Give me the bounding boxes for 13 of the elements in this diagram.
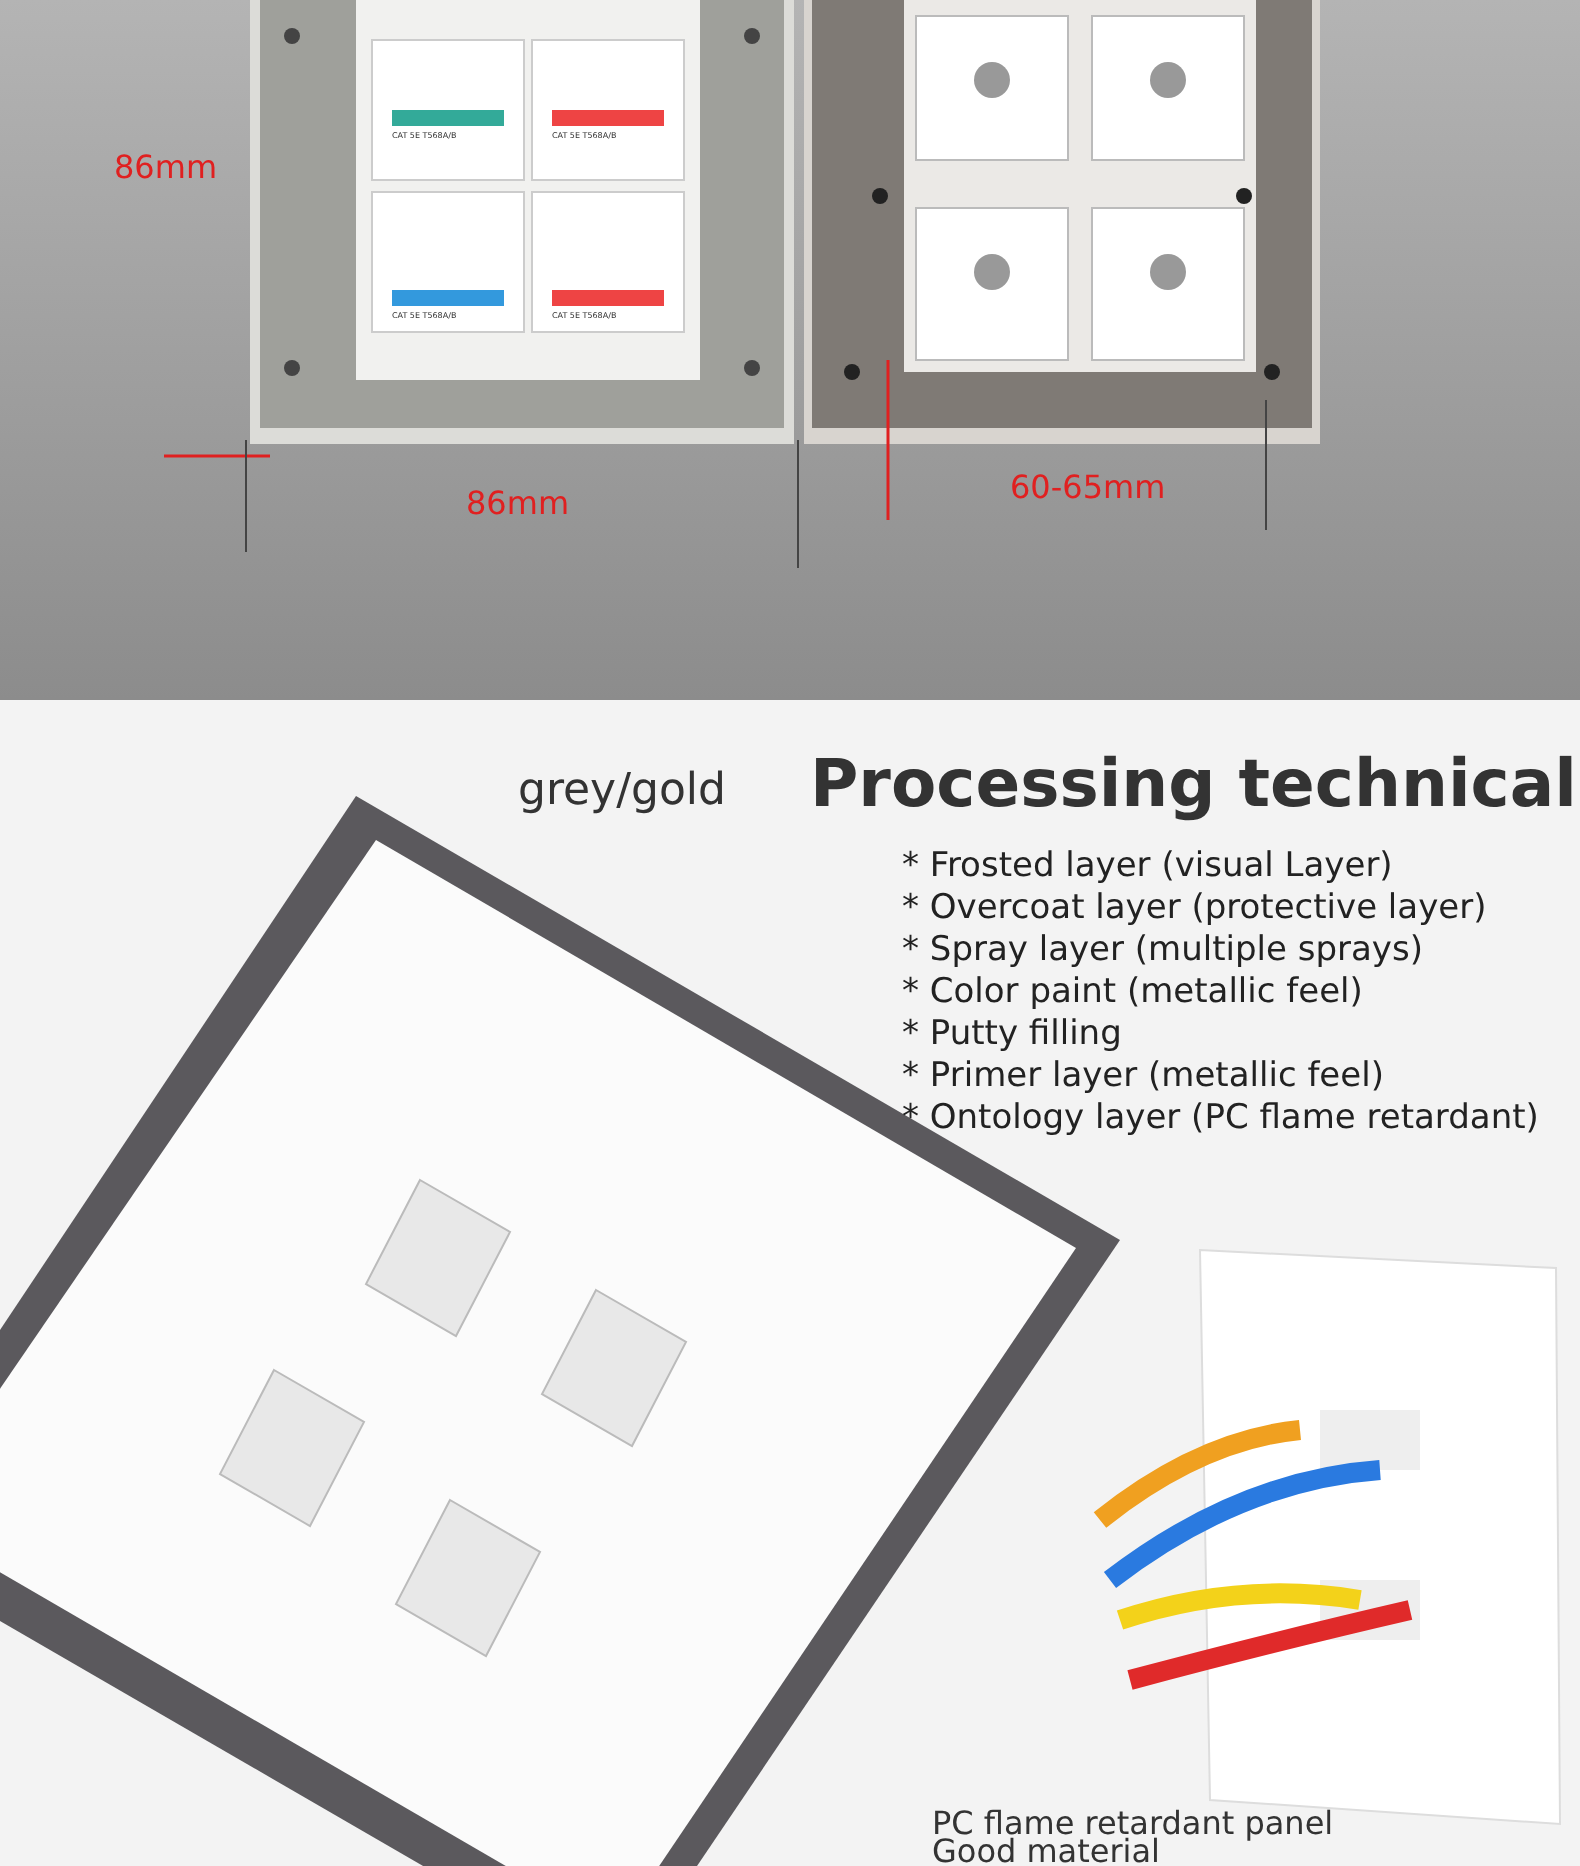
- dimension-label: 86mm: [466, 486, 570, 522]
- list-item: * Primer layer (metallic feel): [902, 1058, 1384, 1096]
- list-item: * Color paint (metallic feel): [902, 974, 1363, 1012]
- dimension-label: 60-65mm: [1010, 470, 1166, 506]
- list-item: * Ontology layer (PC flame retardant): [902, 1100, 1539, 1138]
- color-label: grey/gold: [518, 768, 726, 817]
- list-item: * Spray layer (multiple sprays): [902, 932, 1423, 970]
- list-item: * Putty filling: [902, 1016, 1122, 1054]
- list-item: * Overcoat layer (protective layer): [902, 890, 1487, 928]
- heading: Processing technical: [810, 748, 1577, 821]
- list-item: * Frosted layer (visual Layer): [902, 848, 1393, 886]
- dimension-label: 86mm: [114, 150, 218, 186]
- caption: Good material: [932, 1834, 1160, 1866]
